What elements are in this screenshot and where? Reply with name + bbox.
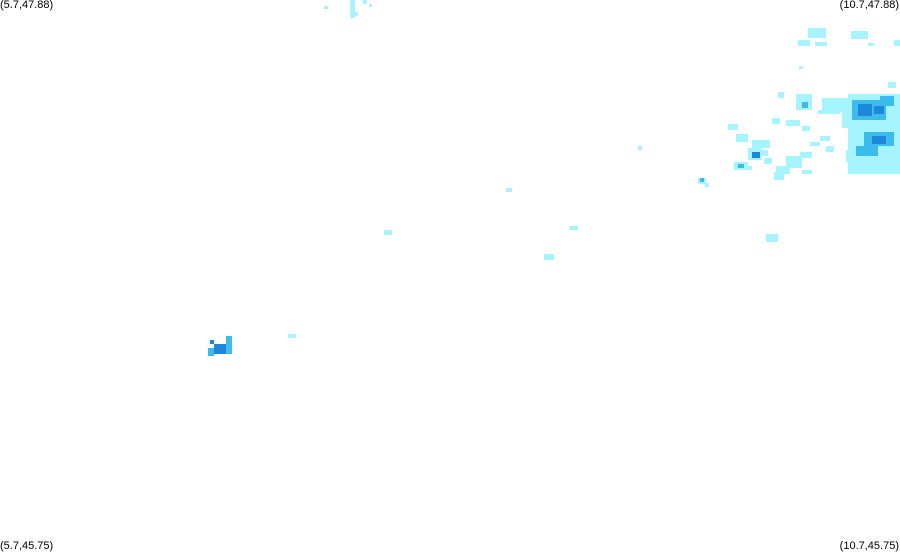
patch-northeast-cluster (698, 28, 900, 187)
patch-top-center (324, 0, 372, 18)
patch-southwest-cluster (208, 336, 232, 356)
patch-scattered-specks (288, 146, 778, 338)
corner-label-bottom-left: (5.7,45.75) (0, 540, 54, 552)
corner-label-top-right: (10.7,47.88) (839, 0, 899, 11)
corner-label-top-left: (5.7,47.88) (0, 0, 54, 11)
corner-label-bottom-right: (10.7,45.75) (839, 540, 899, 552)
